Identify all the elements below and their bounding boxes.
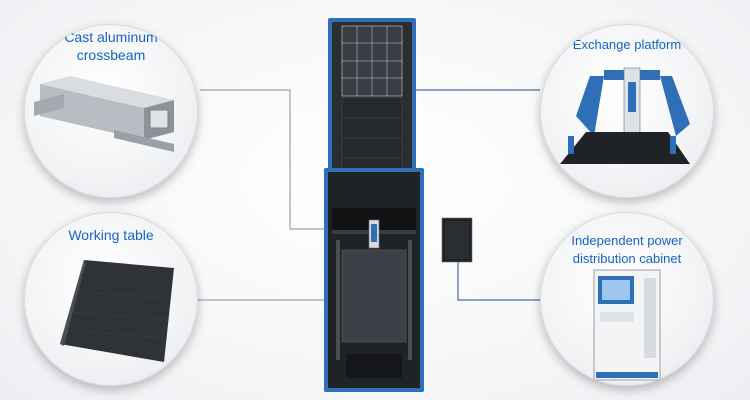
leader-crossbeam [200,89,336,230]
callout-working-table: Working table [24,212,198,386]
leader-power [457,262,548,301]
power-cabinet-image [593,269,661,381]
crossbeam-image [34,76,174,152]
working-table-surface [341,249,407,343]
power-cabinet-label: Independent power distribution cabinet [571,233,683,266]
callout-exchange-platform: Exchange platform [540,24,714,198]
callout-power-cabinet: Independent power distribution cabinet [540,212,714,386]
exchange-platform-image [560,67,690,164]
exchange-platform-label: Exchange platform [572,37,682,52]
callout-crossbeam: Cast aluminum crossbeam [24,24,198,198]
crossbeam-label: Cast aluminum crossbeam [64,29,158,63]
power-cabinet-topview [441,217,473,263]
working-table-image [60,260,174,362]
working-table-label: Working table [68,227,154,243]
laser-machine-topview [324,18,424,392]
